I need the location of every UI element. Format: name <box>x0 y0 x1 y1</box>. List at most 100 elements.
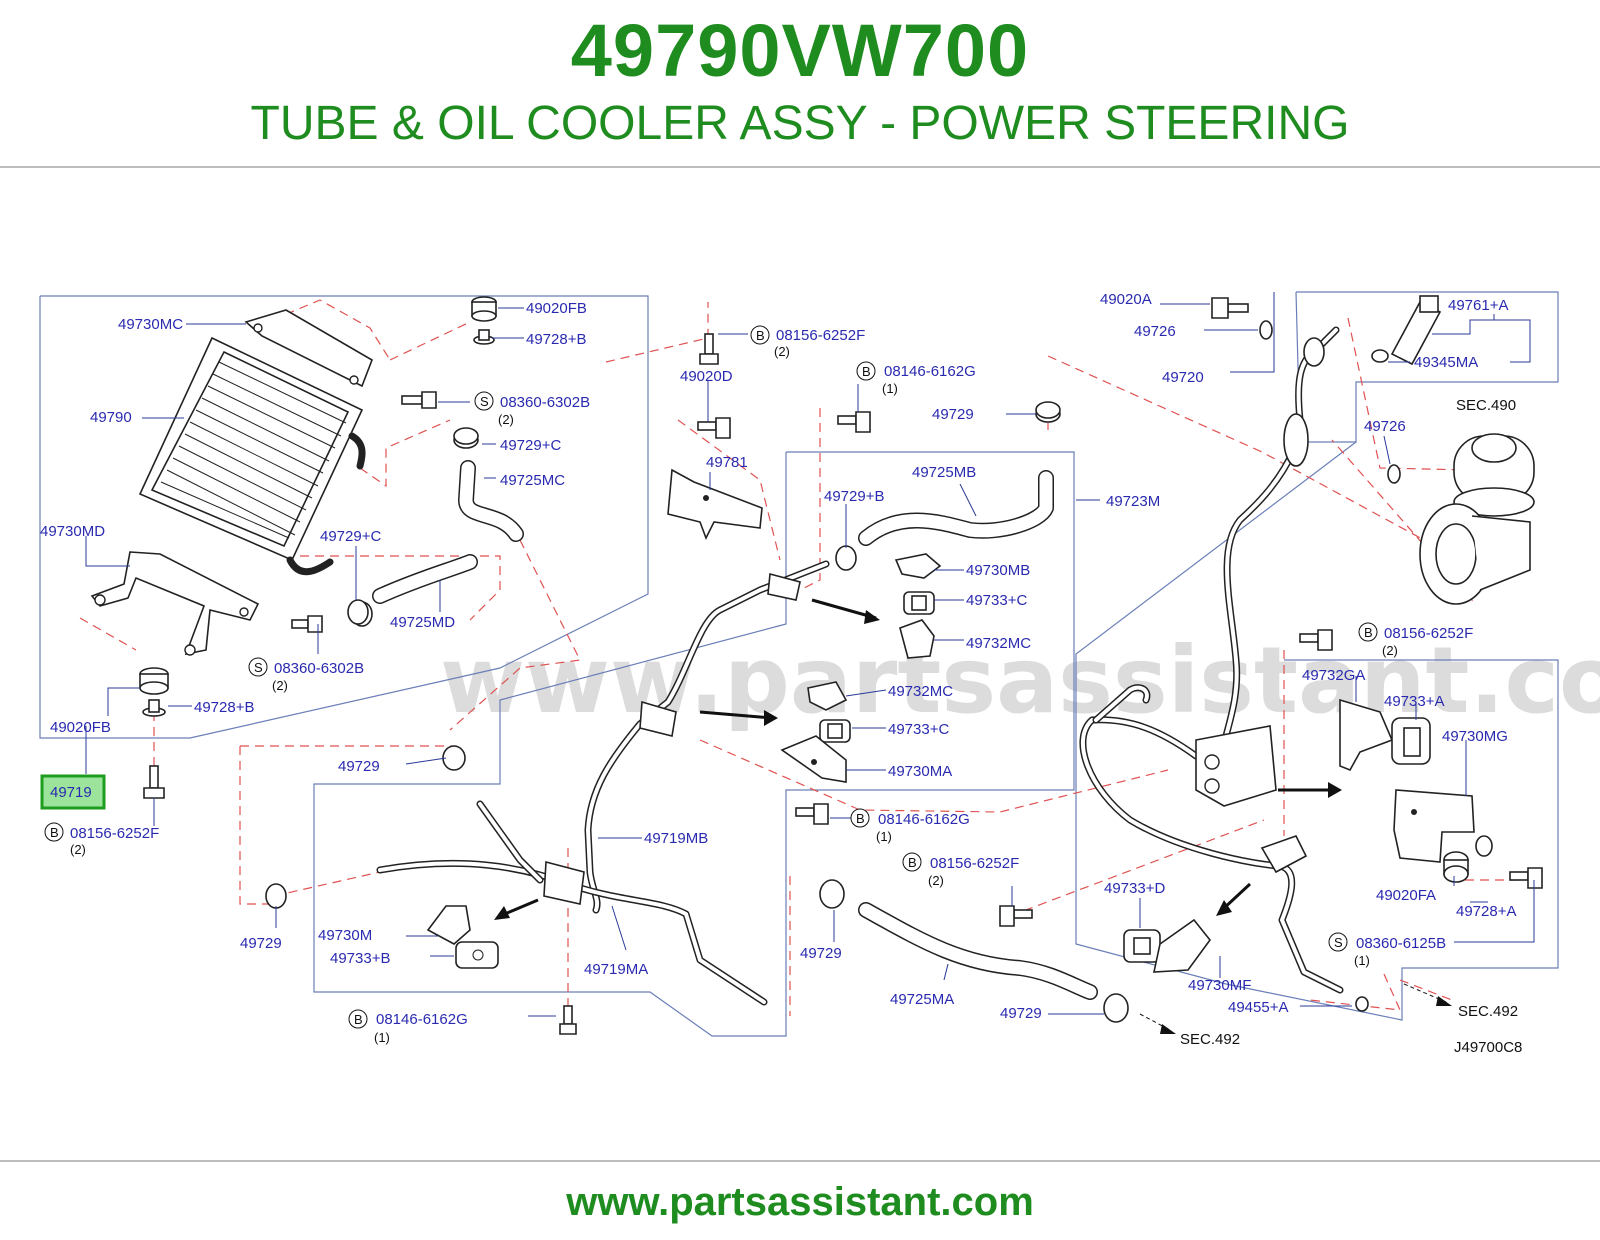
clamp-49729B[interactable] <box>835 545 857 571</box>
washer-49726-top[interactable] <box>1259 320 1273 340</box>
clamp-49729-bottom-mid[interactable] <box>819 879 845 909</box>
tube-clamp-right[interactable] <box>1260 835 1308 874</box>
oring-49345MA[interactable] <box>1371 349 1389 363</box>
label-49730MG[interactable]: 49730MG <box>1442 728 1508 745</box>
label-49729-top[interactable]: 49729 <box>932 406 974 423</box>
label-49781[interactable]: 49781 <box>706 454 748 471</box>
label-49729-bottom-left[interactable]: 49729 <box>240 935 282 952</box>
clamp-49729-left[interactable] <box>442 745 466 771</box>
grommet-49020FB-top[interactable] <box>471 296 497 322</box>
bracket-49730MA[interactable] <box>780 735 847 783</box>
label-49723M[interactable]: 49723M <box>1106 493 1160 510</box>
clamp-49729C-bottom[interactable] <box>347 599 373 627</box>
label-49726-b[interactable]: 49726 <box>1364 418 1406 435</box>
footer-url[interactable]: www.partsassistant.com <box>566 1180 1034 1224</box>
tube-49719MB[interactable] <box>584 560 830 914</box>
collar-49728B-bottom[interactable] <box>142 699 166 717</box>
label-49732MC-a[interactable]: 49732MC <box>966 635 1031 652</box>
insulator-49733D[interactable] <box>1123 929 1161 963</box>
oil-cooler-core[interactable] <box>138 336 366 576</box>
label-49020D[interactable]: 49020D <box>680 368 733 385</box>
bolt-08156-6252F-cooler[interactable] <box>143 765 165 799</box>
tube-connector-block[interactable] <box>1195 725 1277 807</box>
label-49020FB-bottom[interactable]: 49020FB <box>50 719 111 736</box>
bracket-49730MB[interactable] <box>894 553 942 579</box>
label-08156-6252F-top[interactable]: 08156-6252F <box>776 327 865 344</box>
label-49729C-a[interactable]: 49729+C <box>500 437 561 454</box>
label-08146-6162G-mid[interactable]: 08146-6162G <box>878 811 970 828</box>
label-49719MA[interactable]: 49719MA <box>584 961 648 978</box>
label-sec492-a[interactable]: SEC.492 <box>1180 1031 1240 1048</box>
clamp-49732MC-b[interactable] <box>807 681 848 711</box>
label-49455A[interactable]: 49455+A <box>1228 999 1288 1016</box>
label-08156-6252F-mid[interactable]: 08156-6252F <box>930 855 1019 872</box>
tube-clamp-upper[interactable] <box>639 572 801 737</box>
label-49725MC[interactable]: 49725MC <box>500 472 565 489</box>
label-49730MF[interactable]: 49730MF <box>1188 977 1251 994</box>
label-49345MA[interactable]: 49345MA <box>1414 354 1478 371</box>
power-steering-pump[interactable] <box>1419 433 1535 605</box>
label-49725MB[interactable]: 49725MB <box>912 464 976 481</box>
label-49733C-b[interactable]: 49733+C <box>888 721 949 738</box>
insulator-49733A[interactable] <box>1391 717 1431 765</box>
label-49790[interactable]: 49790 <box>90 409 132 426</box>
label-49733D[interactable]: 49733+D <box>1104 880 1165 897</box>
tube-return[interactable] <box>1079 684 1344 994</box>
highlighted-part-box[interactable] <box>40 774 106 810</box>
label-49020A[interactable]: 49020A <box>1100 291 1152 308</box>
label-49732MC-b[interactable]: 49732MC <box>888 683 953 700</box>
label-49725MD[interactable]: 49725MD <box>390 614 455 631</box>
grommet-49020FB-bottom[interactable] <box>139 667 169 695</box>
bolt-08146-6162G-mid[interactable] <box>795 803 829 825</box>
hose-49725MD[interactable] <box>372 554 478 604</box>
collar-49728B-top[interactable] <box>473 329 495 345</box>
label-sec492-b[interactable]: SEC.492 <box>1458 1003 1518 1020</box>
label-08360-6302B-b[interactable]: 08360-6302B <box>274 660 364 677</box>
label-49729-bottom-mid[interactable]: 49729 <box>800 945 842 962</box>
bolt-49020A[interactable] <box>1211 297 1249 319</box>
washer-49726-mid[interactable] <box>1387 464 1401 484</box>
clamp-49732GA[interactable] <box>1339 698 1394 772</box>
insulator-49733B[interactable] <box>455 941 499 969</box>
oring-49455A[interactable] <box>1355 996 1369 1012</box>
insulator-49733C-a[interactable] <box>903 591 935 615</box>
label-49733C-a[interactable]: 49733+C <box>966 592 1027 609</box>
label-08146-6162G-top[interactable]: 08146-6162G <box>884 363 976 380</box>
label-08146-6162G-bottom[interactable]: 08146-6162G <box>376 1011 468 1028</box>
label-49729-bottom-right[interactable]: 49729 <box>1000 1005 1042 1022</box>
bracket-49730MF[interactable] <box>1152 918 1212 973</box>
bolt-49020D[interactable] <box>697 417 731 439</box>
bracket-49730MD[interactable] <box>90 551 260 656</box>
label-sec490[interactable]: SEC.490 <box>1456 397 1516 414</box>
screw-08360-6302B-top[interactable] <box>401 391 437 409</box>
clamp-49729-top[interactable] <box>1035 401 1061 423</box>
label-49761A[interactable]: 49761+A <box>1448 297 1508 314</box>
label-49728B-top[interactable]: 49728+B <box>526 331 586 348</box>
clamp-49732MC-a[interactable] <box>899 619 935 659</box>
hose-49725MB[interactable] <box>858 470 1054 546</box>
label-49726-a[interactable]: 49726 <box>1134 323 1176 340</box>
sensor-49761A[interactable] <box>1390 295 1442 366</box>
bolt-08146-6162G-bottom[interactable] <box>559 1005 577 1035</box>
hose-49725MA[interactable] <box>858 902 1098 1000</box>
label-49730MA[interactable]: 49730MA <box>888 763 952 780</box>
label-49020FA[interactable]: 49020FA <box>1376 887 1436 904</box>
grommet-49020FA[interactable] <box>1443 851 1469 883</box>
insulator-49733C-b[interactable] <box>819 719 851 743</box>
clamp-49729-bottom-left[interactable] <box>265 883 287 909</box>
bolt-08146-6162G-top[interactable] <box>837 411 871 433</box>
tube-clamp-center[interactable] <box>543 860 585 905</box>
label-49730MD[interactable]: 49730MD <box>40 523 105 540</box>
label-49728B-bottom[interactable]: 49728+B <box>194 699 254 716</box>
screw-08360-6125B[interactable] <box>1509 867 1543 889</box>
bolt-08156-6252F-top[interactable] <box>699 333 719 365</box>
clamp-49729-bottom-right[interactable] <box>1103 993 1129 1023</box>
label-08360-6302B-a[interactable]: 08360-6302B <box>500 394 590 411</box>
label-49719MB[interactable]: 49719MB <box>644 830 708 847</box>
label-49725MA[interactable]: 49725MA <box>890 991 954 1008</box>
bolt-08156-6252F-mid[interactable] <box>999 905 1033 927</box>
bracket-49730MG[interactable] <box>1393 789 1475 863</box>
label-49729B[interactable]: 49729+B <box>824 488 884 505</box>
label-49728A[interactable]: 49728+A <box>1456 903 1516 920</box>
label-08360-6125B[interactable]: 08360-6125B <box>1356 935 1446 952</box>
